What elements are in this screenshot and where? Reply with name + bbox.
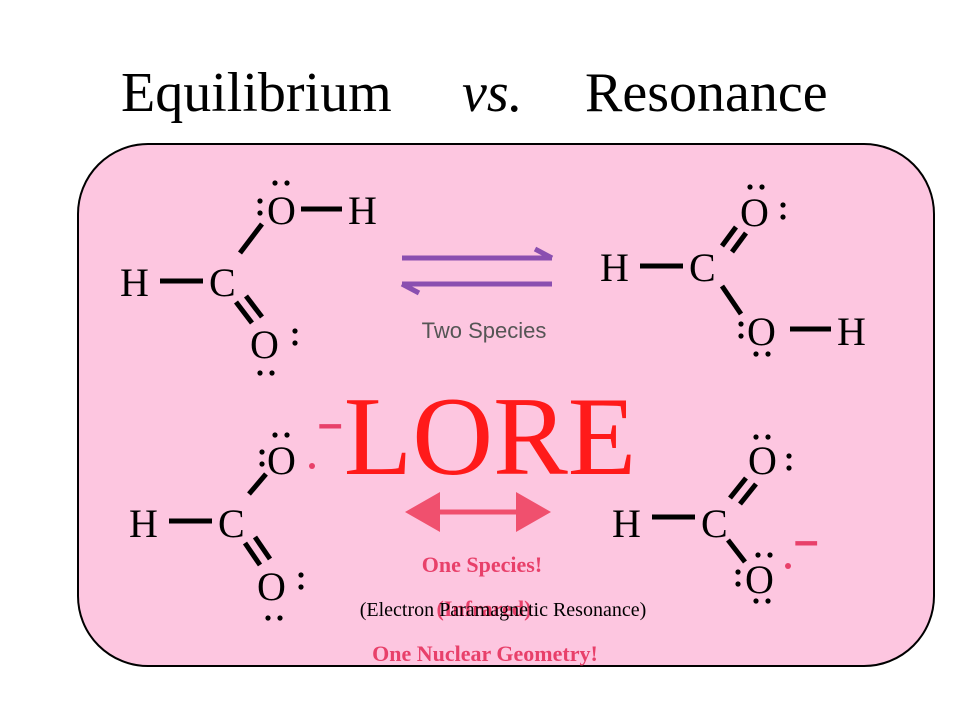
atom-o: O (267, 188, 296, 233)
atom-o: O (747, 309, 776, 354)
atom-h: H (612, 501, 641, 546)
molecule-formic-acid-right: H C O O H (600, 184, 866, 357)
bond-c-o-double (729, 231, 749, 254)
atom-h: H (348, 188, 377, 233)
label-two-species: Two Species (422, 318, 547, 343)
atom-c: C (218, 501, 245, 546)
lone-pair-dots (259, 432, 304, 621)
bond-c-o-double (728, 476, 748, 500)
atom-o: O (740, 190, 769, 235)
atom-h: H (837, 309, 866, 354)
lone-pair-dots (738, 184, 786, 357)
title-vs: vs. (462, 62, 523, 124)
atom-h: H (600, 245, 629, 290)
bond-c-o-single (238, 222, 264, 255)
atom-o: O (267, 438, 296, 483)
molecule-formic-acid-left: H C O H O (120, 180, 377, 376)
bond-c-o-double (234, 300, 254, 325)
negative-charge: – (794, 516, 818, 565)
radical-dot (785, 563, 791, 569)
radical-dot (309, 463, 315, 469)
atom-c: C (689, 245, 716, 290)
label-epr: (Electron Paramagnetic Resonance) (360, 599, 647, 621)
label-lore: LORE (344, 375, 636, 499)
atom-h: H (120, 260, 149, 305)
bond-c-o-double (738, 482, 758, 506)
label-one-geometry: One Nuclear Geometry! (372, 641, 598, 666)
molecule-formate-right: H C O O – (612, 434, 818, 604)
bond-c-o-double (719, 225, 739, 248)
bond-c-o-double (252, 535, 273, 561)
atom-o: O (748, 438, 777, 483)
equilibrium-arrows (400, 246, 554, 296)
negative-charge: – (318, 399, 342, 448)
label-infrared: (Infrared) (437, 596, 532, 621)
slide-title: Equilibrium vs. Resonance (0, 58, 960, 128)
atom-h: H (129, 501, 158, 546)
atom-c: C (701, 501, 728, 546)
bond-c-o-double (244, 294, 264, 319)
bond-c-o-single (726, 538, 747, 564)
bond-c-o-single (719, 284, 744, 316)
lone-pair-dots (735, 434, 792, 604)
title-equilibrium: Equilibrium (121, 62, 392, 124)
atom-o: O (745, 557, 774, 602)
atom-c: C (209, 260, 236, 305)
bond-c-o-single (247, 472, 268, 496)
molecule-formate-left: H C O O – (129, 399, 342, 621)
label-one-species: One Species! (422, 552, 542, 577)
atom-o: O (257, 564, 286, 609)
title-resonance: Resonance (585, 62, 828, 124)
lone-pair-dots (257, 180, 298, 376)
diagram-panel (77, 143, 935, 667)
bond-c-o-double (242, 541, 263, 567)
atom-o: O (250, 322, 279, 367)
